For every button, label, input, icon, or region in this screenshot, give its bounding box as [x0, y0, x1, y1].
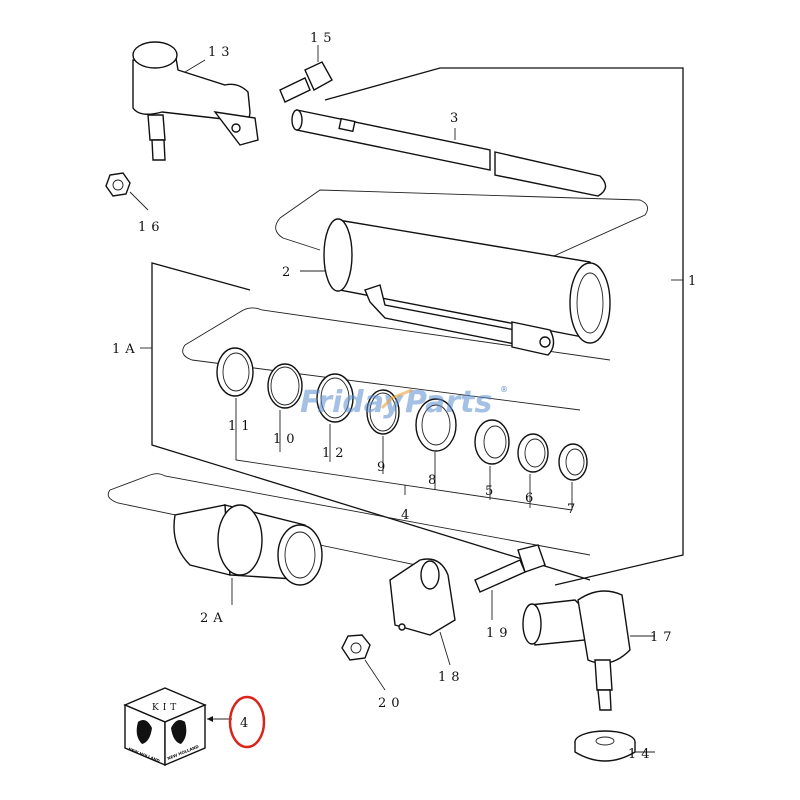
label-10: 10 — [273, 432, 300, 447]
ring-10 — [267, 363, 303, 409]
bolt-15 — [279, 61, 333, 103]
bolt-19 — [474, 544, 546, 593]
label-2a: 2A — [200, 611, 228, 626]
ring-7 — [558, 443, 588, 481]
piston-rod-3 — [291, 109, 607, 197]
label-4: 4 — [401, 508, 414, 523]
ring-6 — [517, 433, 549, 473]
svg-text:KIT: KIT — [152, 703, 180, 713]
label-5: 5 — [485, 484, 498, 499]
bracket-group-1 — [324, 67, 684, 586]
label-18: 18 — [438, 670, 465, 685]
label-3: 3 — [450, 111, 463, 126]
label-8: 8 — [428, 473, 441, 488]
svg-text:Parts: Parts — [405, 385, 492, 420]
ring-12 — [316, 373, 354, 423]
label-1: 1 — [688, 274, 701, 289]
label-6: 6 — [525, 491, 538, 506]
clamp-18 — [389, 558, 456, 636]
plate-2 — [275, 189, 649, 261]
cylinder-tube-2 — [323, 218, 611, 356]
label-kit-4: 4 — [240, 716, 253, 731]
highlight-circle — [228, 695, 266, 749]
ring-5 — [474, 419, 510, 465]
plate-rings — [182, 307, 611, 411]
svg-text:®: ® — [500, 385, 508, 394]
ring-11 — [216, 347, 254, 397]
label-7: 7 — [567, 502, 580, 517]
label-16: 16 — [138, 220, 165, 235]
label-12: 12 — [322, 446, 349, 461]
label-13: 13 — [208, 45, 235, 60]
label-11: 11 — [228, 419, 255, 434]
watermark: Friday Parts ® — [300, 385, 508, 420]
tie-rod-end-17 — [522, 590, 631, 711]
label-15: 15 — [310, 31, 337, 46]
ring-8 — [415, 398, 457, 452]
label-9: 9 — [377, 460, 390, 475]
label-1a: 1A — [112, 342, 140, 357]
bracket-group-1a — [151, 262, 591, 581]
plate-2a — [107, 473, 591, 571]
washer-14 — [574, 730, 636, 762]
label-2: 2 — [282, 265, 295, 280]
nut-16 — [105, 172, 131, 197]
gland-2a — [173, 504, 323, 586]
kit-box-icon: KIT NEW HOLLAND NEW HOLLAND — [123, 687, 232, 767]
callout-labels: 13 15 3 16 2 1 1A 11 10 12 9 8 5 6 7 4 2… — [112, 31, 701, 762]
label-20: 20 — [378, 696, 405, 711]
seal-rings — [216, 347, 588, 481]
label-17: 17 — [650, 630, 677, 645]
label-14: 14 — [628, 747, 655, 762]
nut-20 — [341, 634, 371, 661]
tie-rod-end-13 — [132, 41, 259, 161]
label-19: 19 — [486, 626, 513, 641]
